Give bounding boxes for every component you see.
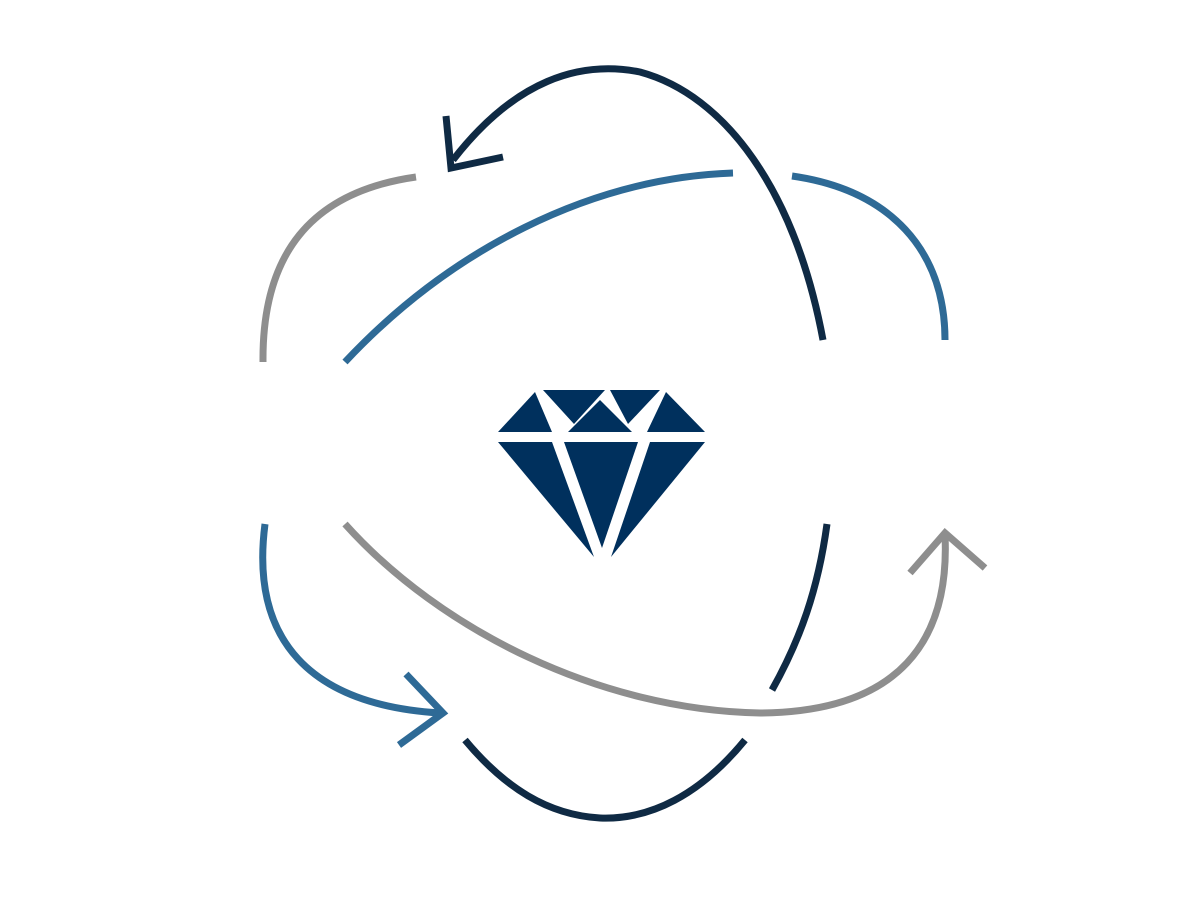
dark-navy-arrowhead [442, 115, 504, 173]
gray-arrowhead [907, 528, 988, 576]
diamond-facet-bottom-center [564, 442, 638, 548]
steel-blue-arrowhead [396, 671, 449, 748]
steel-blue-loop-left-arc [259, 523, 441, 717]
diamond-facet-top-right [647, 392, 705, 432]
gray-loop [259, 173, 988, 717]
diamond-facet-top-left [498, 392, 552, 432]
diamond-facet-top-center [568, 400, 632, 432]
diamond-facet-bottom-left [498, 442, 594, 557]
diamond-icon [498, 390, 705, 557]
gray-loop-lower-arc [342, 521, 949, 717]
dark-navy-loop-right-arc [768, 523, 831, 692]
dark-navy-loop [442, 65, 831, 822]
diamond-facet-bottom-right [611, 442, 705, 557]
diamond-facet-top-left-center [543, 390, 605, 424]
steel-blue-loop-right-arc [791, 172, 949, 341]
steel-blue-loop [259, 169, 949, 748]
dark-navy-loop-lower-arc [462, 737, 748, 822]
diamond-facet-top-right-center [610, 390, 660, 424]
dark-navy-loop-upper-arc [450, 65, 827, 341]
gray-loop-upper-arc [259, 173, 417, 363]
steel-blue-loop-inner-arc [342, 169, 734, 365]
